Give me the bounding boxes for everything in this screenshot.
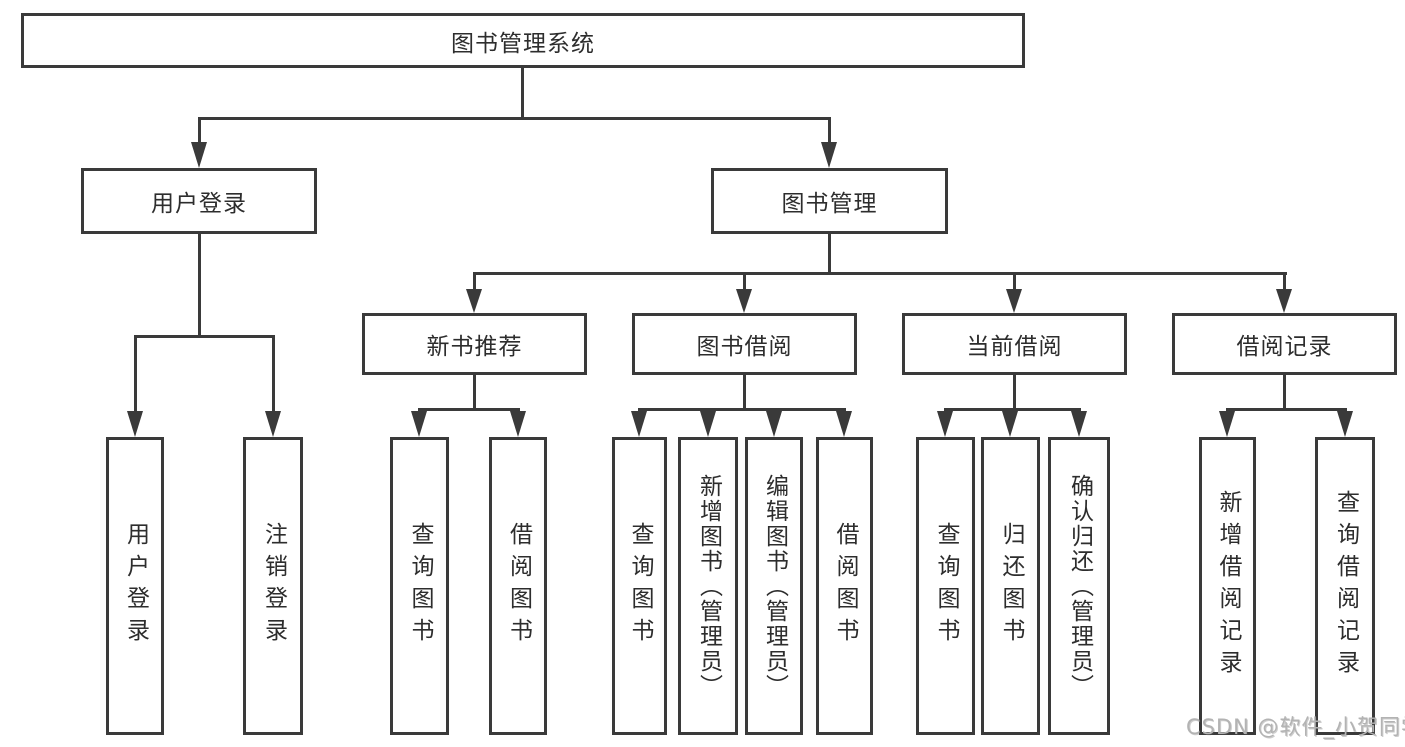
leaf-bb-add-book-admin-label: 新增图书（管理员） bbox=[695, 473, 722, 699]
connector-new-book-drop bbox=[473, 275, 476, 289]
node-user-login-label: 用户登录 bbox=[151, 191, 247, 217]
arrowhead-br-query-icon bbox=[1337, 411, 1353, 437]
arrowhead-bb-edit-icon bbox=[766, 411, 782, 437]
node-current-borrow-label: 当前借阅 bbox=[966, 334, 1063, 360]
leaf-bb-borrow-book-label: 借阅图书 bbox=[832, 522, 858, 650]
connector-user-login-drop bbox=[198, 120, 201, 142]
arrowhead-book-borrow-icon bbox=[736, 289, 752, 313]
connector-cb-rail bbox=[944, 408, 1081, 411]
connector-book-borrow-drop bbox=[743, 275, 746, 289]
node-book-borrow: 图书借阅 bbox=[632, 313, 857, 375]
arrowhead-nbr-borrow-icon bbox=[510, 411, 526, 437]
node-current-borrow: 当前借阅 bbox=[902, 313, 1127, 375]
connector-cb-stub bbox=[1013, 375, 1016, 408]
leaf-bb-borrow-book: 借阅图书 bbox=[816, 437, 873, 735]
node-user-login: 用户登录 bbox=[81, 168, 317, 234]
leaf-br-add-record: 新增借阅记录 bbox=[1199, 437, 1256, 735]
leaf-br-query-record-label: 查询借阅记录 bbox=[1332, 490, 1359, 682]
connector-br-stub bbox=[1283, 375, 1286, 408]
leaf-bb-query-book-label: 查询图书 bbox=[627, 522, 653, 650]
connector-nbr-rail bbox=[418, 408, 520, 411]
node-borrow-records: 借阅记录 bbox=[1172, 313, 1397, 375]
connector-current-borrow-drop bbox=[1013, 275, 1016, 289]
arrowhead-br-add-icon bbox=[1219, 411, 1235, 437]
arrowhead-borrow-records-icon bbox=[1276, 289, 1292, 313]
connector-nbr-stub bbox=[473, 375, 476, 408]
watermark-text: CSDN @软件_小贺同学 bbox=[1186, 715, 1405, 739]
arrowhead-cb-query-icon bbox=[937, 411, 953, 437]
node-root-label: 图书管理系统 bbox=[451, 30, 595, 57]
arrowhead-current-borrow-icon bbox=[1006, 289, 1022, 313]
node-new-book-recommend: 新书推荐 bbox=[362, 313, 587, 375]
leaf-bb-edit-book-admin: 编辑图书（管理员） bbox=[745, 437, 803, 735]
connector-br-rail bbox=[1226, 408, 1347, 411]
leaf-cb-confirm-return-admin-label: 确认归还（管理员） bbox=[1066, 473, 1093, 699]
connector-leaf-user-login-drop bbox=[134, 338, 137, 411]
connector-bb-stub bbox=[743, 375, 746, 408]
connector-root-stub bbox=[521, 68, 524, 117]
leaf-cb-query-book: 查询图书 bbox=[916, 437, 975, 735]
node-book-borrow-label: 图书借阅 bbox=[696, 334, 793, 360]
node-borrow-records-label: 借阅记录 bbox=[1236, 334, 1333, 360]
arrowhead-bb-add-icon bbox=[700, 411, 716, 437]
leaf-user-login: 用户登录 bbox=[106, 437, 164, 735]
connector-root-rail bbox=[198, 117, 831, 120]
leaf-cb-return-book-label: 归还图书 bbox=[998, 522, 1024, 650]
connector-book-mgmt-rail bbox=[473, 272, 1287, 275]
connector-bb-rail bbox=[638, 408, 846, 411]
connector-user-login-rail bbox=[134, 335, 275, 338]
arrowhead-leaf-user-login-icon bbox=[127, 411, 143, 437]
leaf-bb-query-book: 查询图书 bbox=[612, 437, 667, 735]
leaf-nbr-query-book-label: 查询图书 bbox=[407, 522, 433, 650]
leaf-logout-login-label: 注销登录 bbox=[260, 522, 287, 650]
connector-leaf-logout-drop bbox=[272, 338, 275, 411]
arrowhead-book-mgmt-icon bbox=[821, 142, 837, 168]
connector-book-mgmt-stub bbox=[828, 234, 831, 272]
connector-user-login-stub bbox=[198, 234, 201, 335]
node-book-management: 图书管理 bbox=[711, 168, 948, 234]
arrowhead-cb-return-icon bbox=[1002, 411, 1018, 437]
node-new-book-recommend-label: 新书推荐 bbox=[426, 334, 523, 360]
connector-borrow-records-drop bbox=[1283, 275, 1286, 289]
leaf-cb-confirm-return-admin: 确认归还（管理员） bbox=[1048, 437, 1110, 735]
leaf-cb-query-book-label: 查询图书 bbox=[933, 522, 959, 650]
arrowhead-user-login-icon bbox=[191, 142, 207, 168]
node-root: 图书管理系统 bbox=[21, 13, 1025, 68]
leaf-br-query-record: 查询借阅记录 bbox=[1315, 437, 1375, 735]
leaf-nbr-borrow-book-label: 借阅图书 bbox=[505, 522, 532, 650]
leaf-logout-login: 注销登录 bbox=[243, 437, 303, 735]
leaf-br-add-record-label: 新增借阅记录 bbox=[1215, 490, 1241, 682]
node-book-management-label: 图书管理 bbox=[781, 191, 878, 217]
connector-book-mgmt-drop bbox=[828, 120, 831, 142]
leaf-bb-add-book-admin: 新增图书（管理员） bbox=[678, 437, 738, 735]
arrowhead-leaf-logout-icon bbox=[265, 411, 281, 437]
leaf-nbr-query-book: 查询图书 bbox=[390, 437, 449, 735]
arrowhead-cb-confirm-icon bbox=[1071, 411, 1087, 437]
arrowhead-bb-borrow-icon bbox=[836, 411, 852, 437]
leaf-user-login-label: 用户登录 bbox=[122, 522, 149, 650]
arrowhead-bb-query-icon bbox=[631, 411, 647, 437]
arrowhead-nbr-query-icon bbox=[411, 411, 427, 437]
leaf-cb-return-book: 归还图书 bbox=[981, 437, 1040, 735]
arrowhead-new-book-icon bbox=[466, 289, 482, 313]
leaf-bb-edit-book-admin-label: 编辑图书（管理员） bbox=[761, 473, 788, 699]
leaf-nbr-borrow-book: 借阅图书 bbox=[489, 437, 547, 735]
